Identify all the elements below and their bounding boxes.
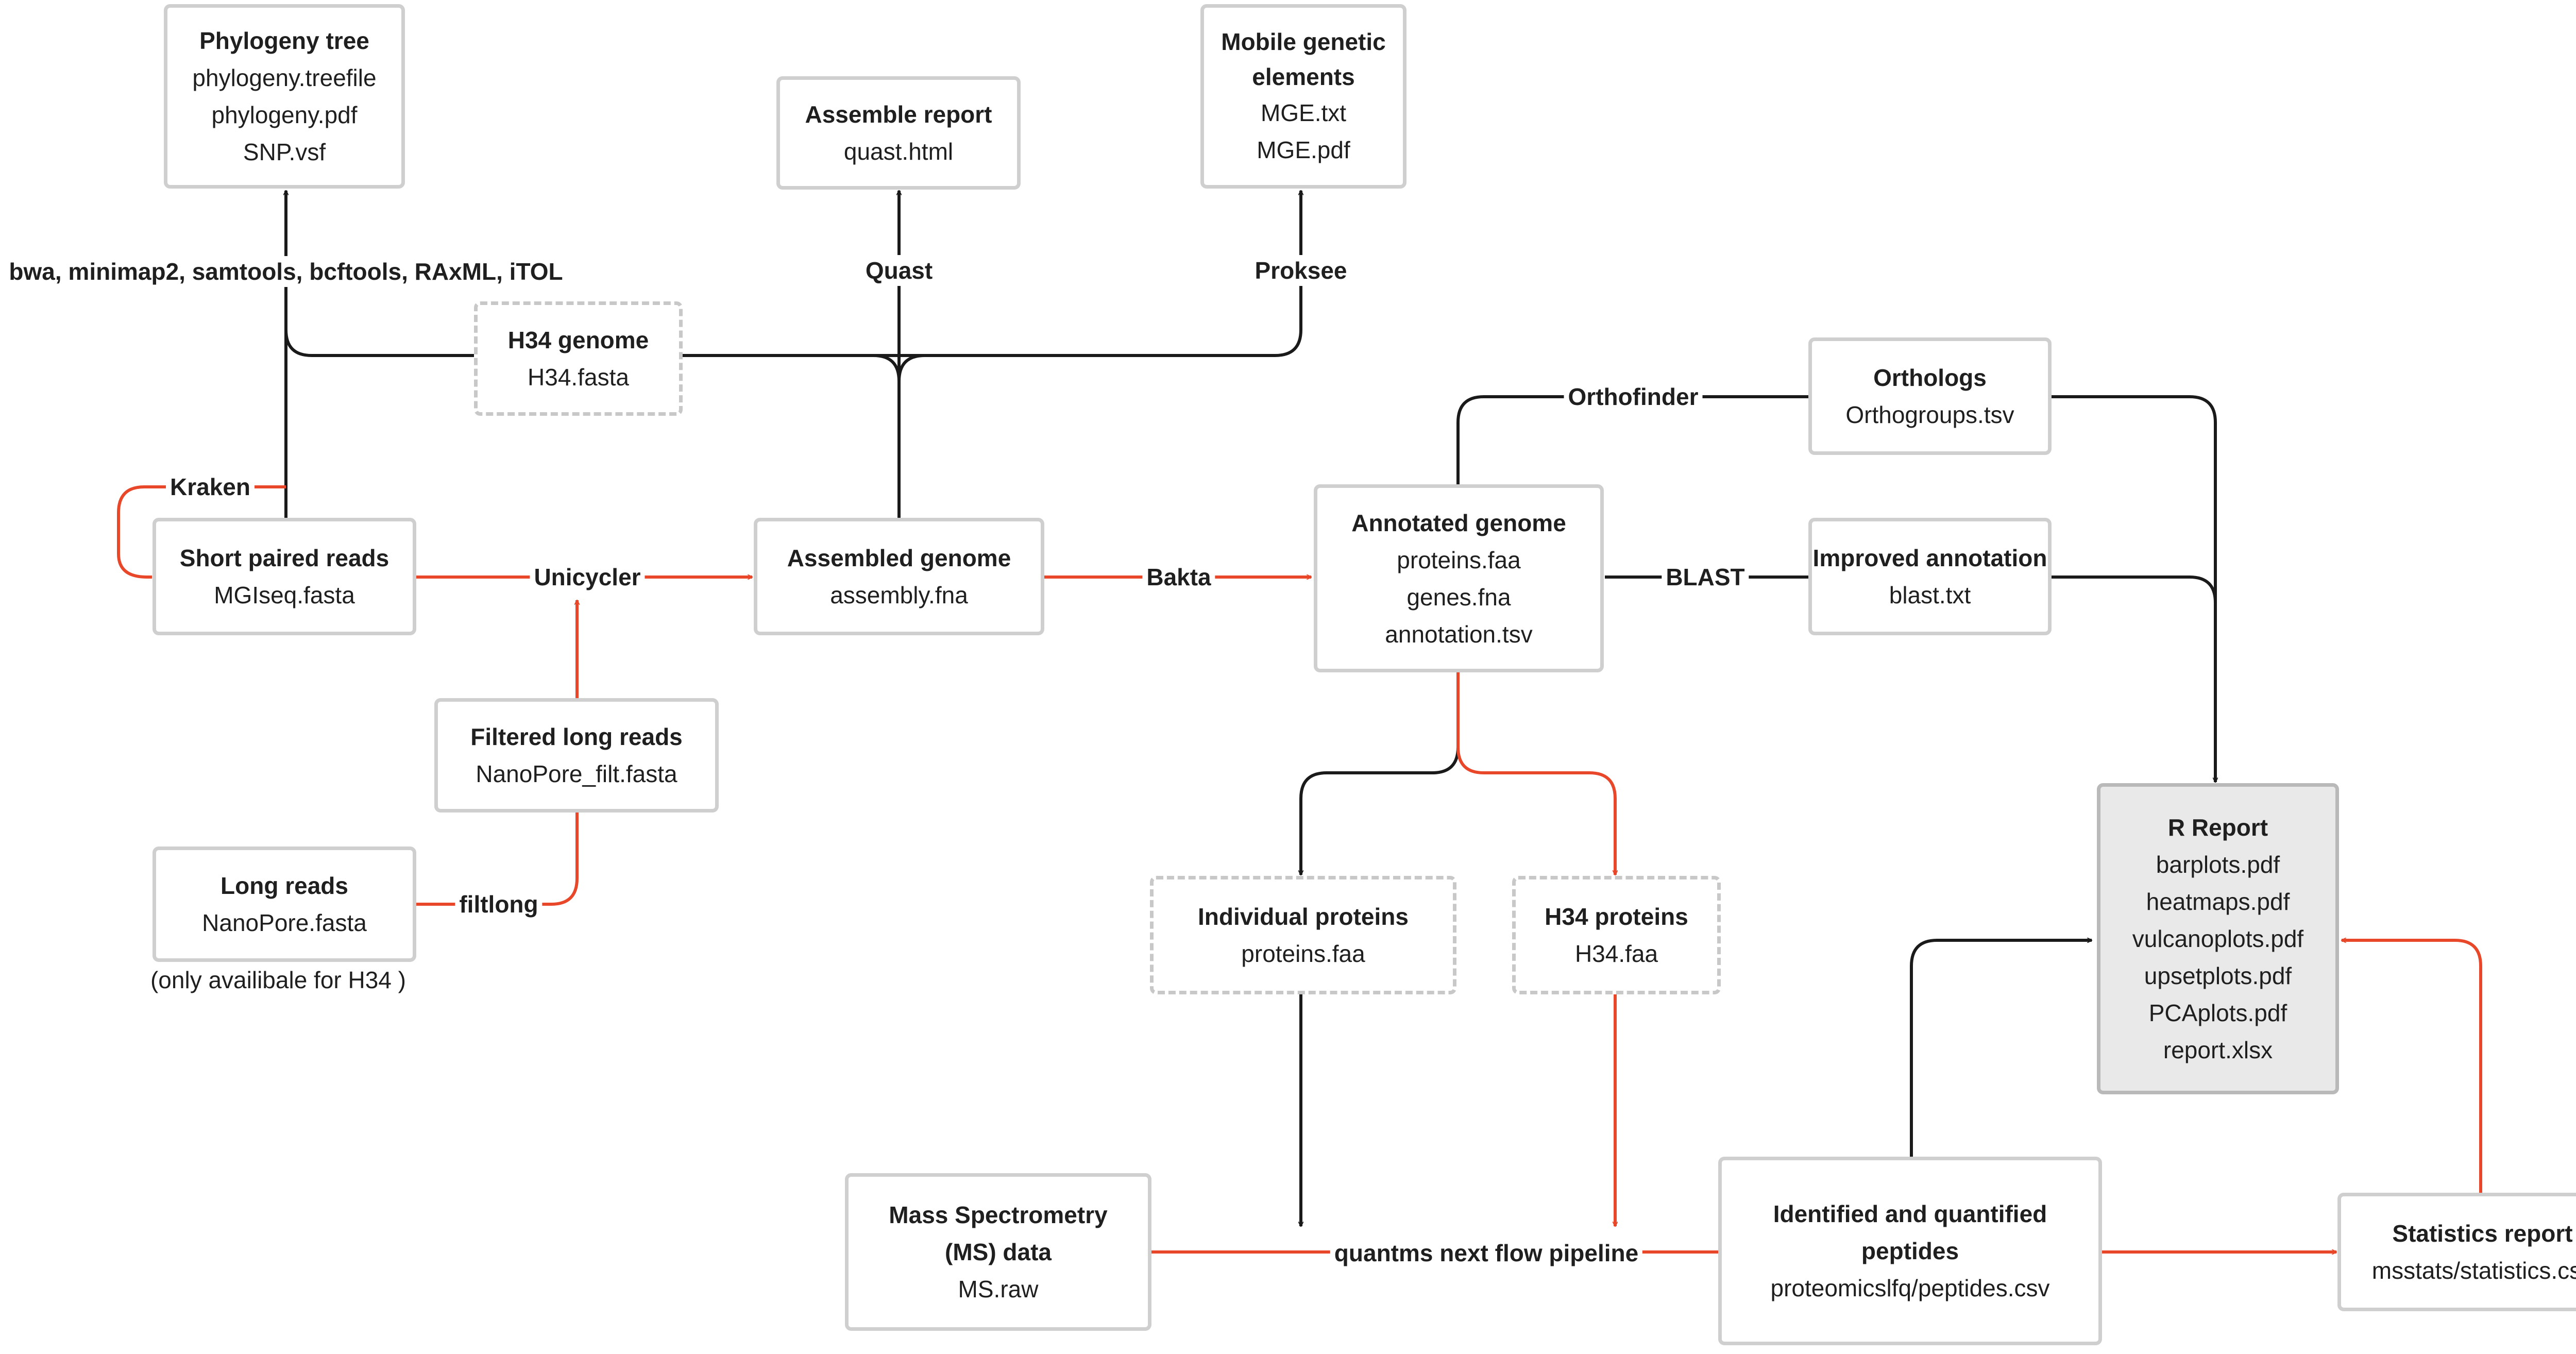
node-file: MGE.pdf (1257, 137, 1350, 163)
node-individual-proteins: Individual proteins proteins.faa (1150, 876, 1456, 994)
edge-assembled-curve (873, 354, 901, 382)
node-filtered-long-reads: Filtered long reads NanoPore_filt.fasta (434, 698, 719, 813)
edge-annotated-to-orthofinder (1456, 395, 1808, 484)
edge-kraken-loop (117, 485, 286, 579)
tool-label-unicycler: Unicycler (530, 562, 645, 593)
node-file: PCAplots.pdf (2148, 1000, 2287, 1026)
node-file: phylogeny.pdf (211, 101, 358, 128)
node-file: msstats/statistics.csv (2371, 1257, 2576, 1284)
node-file: SNP.vsf (243, 139, 326, 165)
edge-orthologs-to-report (2050, 395, 2215, 782)
node-file: Orthogroups.tsv (1845, 401, 2014, 428)
node-file: barplots.pdf (2156, 851, 2280, 878)
node-title: Individual proteins (1198, 903, 1409, 930)
node-title: Mobile genetic elements (1204, 24, 1403, 94)
node-title: Long reads (221, 872, 348, 899)
node-file: phylogeny.treefile (192, 64, 377, 91)
tool-label-kraken: Kraken (166, 471, 255, 502)
edge-hub-line (284, 191, 1301, 357)
node-h34-proteins: H34 proteins H34.faa (1512, 876, 1721, 994)
node-short-reads: Short paired reads MGIseq.fasta (152, 518, 416, 635)
node-title: Filtered long reads (470, 723, 683, 750)
tool-label-orthofinder: Orthofinder (1564, 381, 1703, 412)
node-file: report.xlsx (2163, 1037, 2273, 1063)
node-file: proteins.faa (1241, 940, 1365, 967)
edge-statistics-to-report (2342, 940, 2482, 1193)
edge-improved-to-report (2050, 576, 2217, 603)
node-file: proteins.faa (1397, 546, 1521, 573)
node-file: quast.html (843, 138, 954, 165)
node-file: proteomicslfq/peptides.csv (1770, 1275, 2050, 1301)
node-file: genes.fna (1406, 583, 1511, 611)
tool-label-phylo: bwa, minimap2, samtools, bcftools, RAxML… (5, 256, 567, 287)
node-title: Mass Spectrometry (MS) data (849, 1196, 1148, 1271)
node-title: Identified and quantified peptides (1722, 1195, 2098, 1270)
node-file: MGE.txt (1260, 99, 1347, 126)
node-phylogeny-tree: Phylogeny tree phylogeny.treefile phylog… (164, 4, 405, 189)
node-file: heatmaps.pdf (2146, 888, 2290, 915)
node-title: Assemble report (805, 101, 992, 128)
node-identified-peptides: Identified and quantified peptides prote… (1718, 1157, 2102, 1345)
node-r-report: R Report barplots.pdf heatmaps.pdf vulca… (2097, 783, 2339, 1094)
node-file: NanoPore.fasta (202, 909, 367, 936)
long-reads-note: (only availibale for H34 ) (150, 967, 406, 993)
node-assemble-report: Assemble report quast.html (776, 76, 1021, 190)
node-title-text: Mobile genetic elements (1221, 28, 1386, 90)
node-statistics-report: Statistics report msstats/statistics.csv (2337, 1193, 2576, 1311)
edge-long-to-filtered (415, 811, 579, 906)
node-title: H34 genome (507, 327, 649, 353)
edge-peptides-to-report (1910, 940, 2092, 1157)
node-annotated-genome: Annotated genome proteins.faa genes.fna … (1314, 484, 1604, 672)
node-ms-data: Mass Spectrometry (MS) data MS.raw (845, 1173, 1151, 1331)
node-file: upsetplots.pdf (2144, 962, 2292, 989)
node-file: MGIseq.fasta (214, 582, 355, 608)
node-assembled-genome: Assembled genome assembly.fna (754, 518, 1044, 635)
node-title: Assembled genome (787, 545, 1011, 571)
edge-assembled-curve-right (897, 354, 925, 382)
node-file: vulcanoplots.pdf (2132, 925, 2304, 952)
node-improved-annotation: Improved annotation blast.txt (1808, 518, 2052, 635)
edge-annotated-to-h34 (1456, 672, 1615, 875)
node-mobile-elements: Mobile genetic elements MGE.txt MGE.pdf (1200, 4, 1406, 189)
node-title: Annotated genome (1351, 509, 1566, 536)
node-title-text: Mass Spectrometry (MS) data (889, 1201, 1108, 1265)
node-orthologs: Orthologs Orthogroups.tsv (1808, 337, 2052, 455)
node-title: Orthologs (1873, 364, 1987, 391)
node-file: NanoPore_filt.fasta (476, 760, 677, 787)
node-title: R Report (2167, 814, 2268, 841)
tool-label-quantms: quantms next flow pipeline (1330, 1238, 1643, 1268)
node-title: H34 proteins (1545, 903, 1688, 930)
edge-annotated-to-individual (1301, 672, 1460, 875)
node-file: H34.fasta (528, 364, 629, 391)
node-h34-genome: H34 genome H34.fasta (474, 301, 683, 416)
node-file: MS.raw (958, 1276, 1039, 1302)
tool-label-filtlong: filtlong (455, 889, 543, 920)
node-file: assembly.fna (830, 582, 968, 608)
node-file: blast.txt (1889, 582, 1971, 608)
node-file: H34.faa (1574, 940, 1658, 967)
tool-label-blast: BLAST (1662, 562, 1749, 593)
tool-label-bakta: Bakta (1142, 562, 1215, 593)
node-title: Statistics report (2392, 1220, 2573, 1247)
node-title: Phylogeny tree (199, 27, 369, 54)
node-title: Short paired reads (179, 545, 389, 571)
node-title: Improved annotation (1812, 545, 2047, 571)
tool-label-proksee: Proksee (1250, 255, 1351, 286)
node-file: annotation.tsv (1385, 620, 1533, 648)
tool-label-quast: Quast (861, 255, 937, 286)
node-long-reads: Long reads NanoPore.fasta (152, 847, 416, 962)
node-title-text: Identified and quantified peptides (1773, 1200, 2047, 1264)
